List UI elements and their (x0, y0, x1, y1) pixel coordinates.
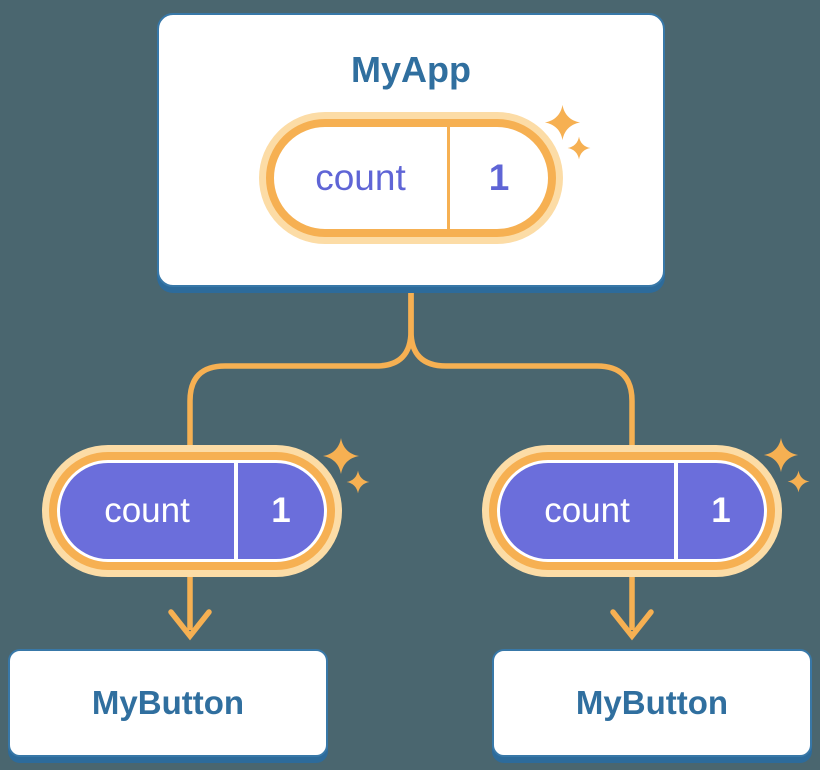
child-component-title: MyButton (575, 684, 729, 721)
sparkle-icon (544, 104, 581, 141)
state-value: 1 (711, 491, 731, 530)
state-name-label: count (544, 491, 630, 530)
arrowhead-right-icon (610, 609, 654, 641)
sparkle-icon (346, 470, 370, 494)
child-component-card-left: MyButton (8, 649, 328, 757)
arrowhead-left-icon (168, 609, 212, 641)
child-component-title: MyButton (91, 684, 245, 721)
parent-component-title: MyApp (351, 49, 471, 90)
state-value: 1 (271, 491, 291, 530)
state-name-label: count (104, 491, 190, 530)
child-state-pill-right: count 1 (482, 445, 782, 577)
connector-branch-right (408, 288, 635, 630)
sparkle-icon (787, 470, 810, 493)
sparkle-icon (763, 437, 799, 473)
parent-state-pill: count 1 (259, 112, 563, 244)
child-component-card-right: MyButton (492, 649, 812, 757)
pill-divider (234, 463, 238, 559)
sparkle-icon (567, 136, 591, 160)
pill-divider (674, 463, 678, 559)
state-name-label: count (315, 157, 406, 198)
child-state-pill-left: count 1 (42, 445, 342, 577)
sparkle-icon (322, 437, 360, 475)
pill-divider (447, 127, 450, 229)
state-value: 1 (488, 157, 510, 198)
connector-branch-left (187, 288, 414, 630)
